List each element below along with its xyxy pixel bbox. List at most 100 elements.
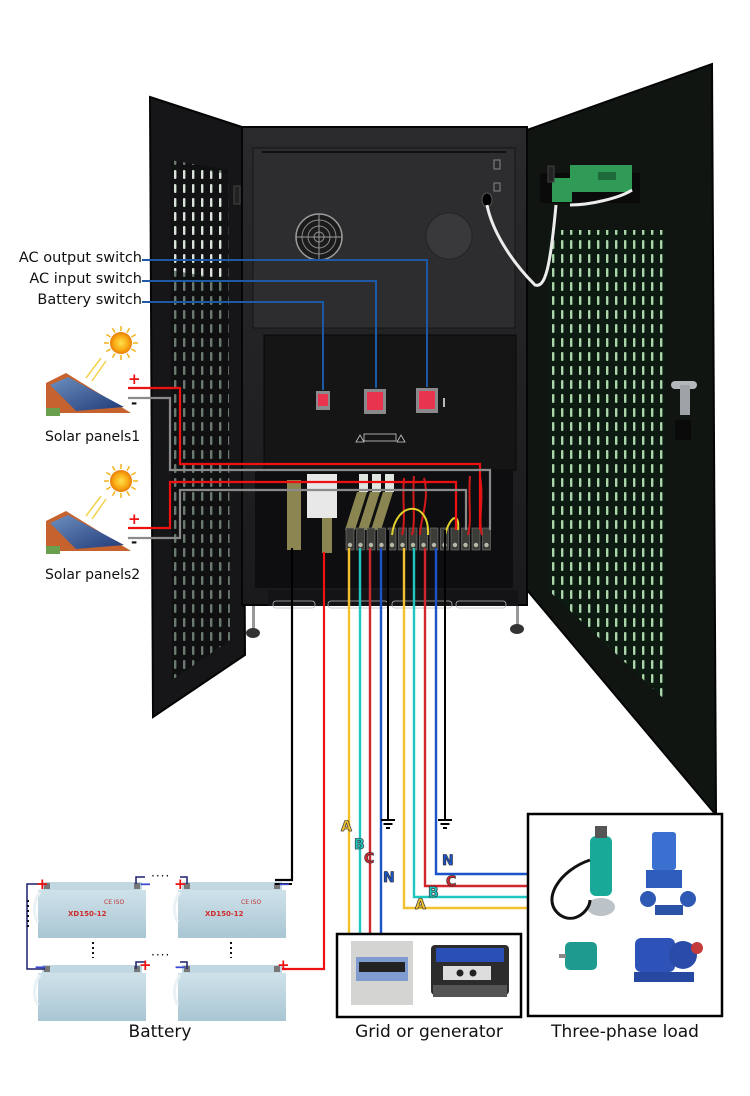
- ground-symbol-output: [438, 530, 452, 829]
- battery-switch-label: Battery switch: [37, 292, 142, 308]
- battery1-model-text: XD150-12: [68, 910, 107, 918]
- output-phase-a-wire: [402, 548, 528, 910]
- input-phase-a-tag: A: [341, 819, 352, 836]
- battery-switch[interactable]: [316, 391, 330, 410]
- door-handle[interactable]: [671, 381, 697, 440]
- sun-icon: [104, 326, 138, 360]
- terminal-screw: [431, 542, 437, 548]
- terminal-screw: [358, 542, 363, 548]
- three-phase-load-box: [526, 812, 724, 1018]
- input-neutral-tag: N: [383, 870, 395, 887]
- terminal-screw: [473, 542, 479, 548]
- horizontal-pump-image: [634, 938, 703, 982]
- battery4-negative-symbol: −: [174, 958, 187, 976]
- vertical-pump-image: [640, 832, 696, 915]
- output-phase-a-tag: A: [415, 897, 426, 914]
- right-foot: [510, 624, 524, 634]
- pv1-negative-symbol: -: [131, 394, 138, 412]
- solar-panel-2-image: [46, 464, 138, 554]
- battery-positive-wire: [276, 552, 326, 971]
- pv1-positive-wire: [128, 386, 482, 530]
- solar-panel-1-image: [46, 326, 138, 416]
- left-foot: [246, 628, 260, 638]
- generator-image: [431, 945, 509, 997]
- battery1-positive-symbol: +: [36, 875, 49, 893]
- terminal-screw: [379, 542, 384, 548]
- terminal-screw: [484, 542, 489, 548]
- house-with-solar-roof: [46, 511, 131, 554]
- solar-panels-2-label: Solar panels2: [45, 567, 141, 583]
- output-neutral-tag: N: [442, 853, 454, 870]
- ac-input-switch[interactable]: [364, 389, 386, 414]
- grid-or-generator-caption: Grid or generator: [355, 1022, 503, 1042]
- blanking-plate: [425, 212, 473, 260]
- battery-2: [173, 882, 286, 938]
- battery-series-ellipsis-bottom: ····: [151, 948, 171, 962]
- battery-negative-wire: [275, 548, 294, 882]
- battery-terminal: [44, 883, 50, 889]
- terminal: [429, 527, 439, 551]
- pv2-negative-symbol: -: [131, 533, 138, 551]
- output-phase-c-wire: [423, 548, 528, 888]
- pv1-positive-symbol: +: [128, 370, 141, 388]
- ac-input-switch-label: AC input switch: [29, 271, 142, 287]
- battery2-cert-text: CE ISO: [241, 899, 262, 906]
- output-phase-c-tag: C: [446, 874, 457, 891]
- battery-link-wire: [180, 876, 188, 884]
- callout-line-battery: [142, 301, 324, 390]
- input-phase-b-tag: B: [354, 837, 365, 854]
- switch-panel: [263, 334, 517, 471]
- input-phase-c-tag: C: [364, 851, 375, 868]
- ac-output-switch[interactable]: [416, 388, 438, 413]
- terminal-screw: [347, 542, 353, 548]
- battery-terminal: [134, 883, 140, 889]
- battery-series-ellipsis-top: ····: [151, 869, 171, 883]
- battery1-negative-symbol: −: [139, 875, 152, 893]
- terminal-screw: [410, 542, 416, 548]
- battery3-positive-symbol: +: [139, 956, 152, 974]
- right-door-vent: [548, 230, 665, 700]
- cooling-fan: [295, 213, 343, 261]
- battery-bank: [26, 876, 292, 1021]
- left-door-vent: [170, 160, 230, 680]
- terminal: [482, 527, 491, 551]
- battery-wiring: [275, 548, 326, 971]
- battery-4: [173, 965, 286, 1021]
- battery2-negative-symbol: −: [278, 875, 291, 893]
- cabinet: [148, 62, 718, 818]
- battery-terminal: [274, 883, 280, 889]
- breaker: [307, 474, 337, 518]
- battery4-positive-symbol: +: [277, 956, 290, 974]
- cable-gland: [481, 192, 493, 208]
- battery-3: [33, 965, 146, 1021]
- battery-terminal: [134, 966, 140, 972]
- battery3-negative-symbol: −: [34, 958, 47, 976]
- ac-output-switch-label: AC output switch: [18, 250, 142, 266]
- grid-or-generator-box: [335, 932, 523, 1019]
- battery-caption: Battery: [128, 1022, 192, 1042]
- battery-1: [33, 882, 146, 938]
- pv2-positive-wire: [128, 480, 458, 530]
- battery-link-wire: [135, 876, 145, 884]
- terminal-screw: [400, 542, 405, 548]
- pv2-negative-wire: [128, 488, 468, 540]
- pv-wiring: [128, 386, 492, 540]
- sun-icon: [104, 464, 138, 498]
- ac-wiring: [347, 548, 528, 935]
- output-phase-b-wire: [412, 548, 528, 899]
- battery1-cert-text: CE ISO: [104, 899, 125, 906]
- pv1-negative-wire: [128, 396, 492, 530]
- submersible-pump-image: [550, 826, 615, 920]
- house-with-solar-roof: [46, 373, 131, 416]
- battery-terminal: [44, 966, 50, 972]
- switch-callout-lines: [142, 259, 428, 390]
- terminal-screw: [421, 542, 426, 548]
- electric-motor-image: [559, 942, 597, 970]
- callout-line-ac-input: [142, 280, 377, 388]
- battery-terminal: [184, 883, 190, 889]
- battery-terminal: [274, 966, 280, 972]
- terminal: [471, 527, 481, 551]
- three-phase-load-caption: Three-phase load: [551, 1022, 699, 1042]
- ground-symbol-input: [381, 530, 395, 829]
